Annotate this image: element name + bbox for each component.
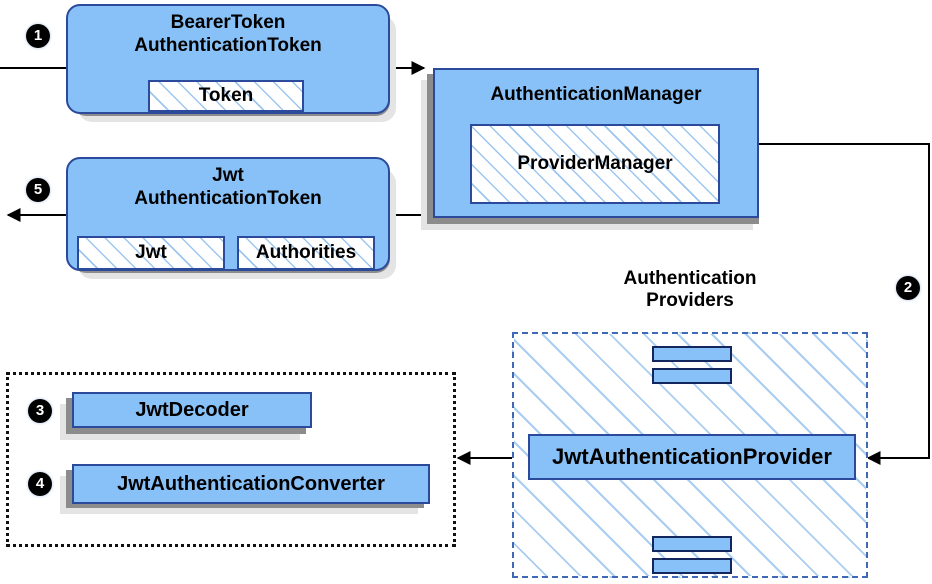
- bearer-token-title-line1: BearerToken: [170, 12, 286, 33]
- inner-box-authorities[interactable]: Authorities: [237, 236, 375, 270]
- step-marker-1: 1: [26, 24, 50, 48]
- jwt-support-container: [6, 372, 456, 547]
- provider-stack-bar-top-1: [652, 346, 732, 362]
- step-marker-2: 2: [896, 276, 920, 300]
- inner-box-jwt[interactable]: Jwt: [77, 236, 225, 270]
- step-marker-3: 3: [28, 399, 52, 423]
- jwt-authentication-provider-label: JwtAuthenticationProvider: [552, 444, 832, 469]
- authentication-providers-caption-line1: Authentication: [623, 268, 757, 289]
- inner-box-token[interactable]: Token: [148, 80, 304, 112]
- jwt-decoder-label: JwtDecoder: [135, 398, 249, 421]
- jwt-token-title-line2: AuthenticationToken: [134, 187, 322, 209]
- provider-stack-bar-bottom-1: [652, 536, 732, 552]
- inner-box-authorities-label: Authorities: [255, 242, 357, 263]
- node-bearer-token-authentication-token[interactable]: BearerToken AuthenticationToken: [66, 4, 390, 114]
- node-jwt-decoder[interactable]: JwtDecoder: [72, 392, 312, 428]
- bearer-token-title-line2: AuthenticationToken: [134, 34, 322, 56]
- node-jwt-authentication-converter[interactable]: JwtAuthenticationConverter: [72, 464, 430, 504]
- provider-stack-bar-top-2: [652, 368, 732, 384]
- jwt-authentication-converter-label: JwtAuthenticationConverter: [117, 472, 385, 495]
- inner-box-provider-manager[interactable]: ProviderManager: [470, 124, 720, 204]
- provider-stack-bar-bottom-2: [652, 558, 732, 574]
- inner-box-provider-manager-label: ProviderManager: [517, 153, 673, 174]
- inner-box-token-label: Token: [198, 85, 254, 106]
- authentication-providers-caption-line2: Providers: [646, 290, 734, 312]
- authentication-manager-title: AuthenticationManager: [490, 84, 702, 105]
- step-marker-5: 5: [26, 178, 50, 202]
- jwt-token-title-line1: Jwt: [212, 165, 244, 186]
- inner-box-jwt-label: Jwt: [135, 242, 167, 263]
- step-marker-4: 4: [28, 472, 52, 496]
- authentication-providers-caption: Authentication Providers: [590, 268, 790, 313]
- node-jwt-authentication-provider[interactable]: JwtAuthenticationProvider: [528, 434, 856, 480]
